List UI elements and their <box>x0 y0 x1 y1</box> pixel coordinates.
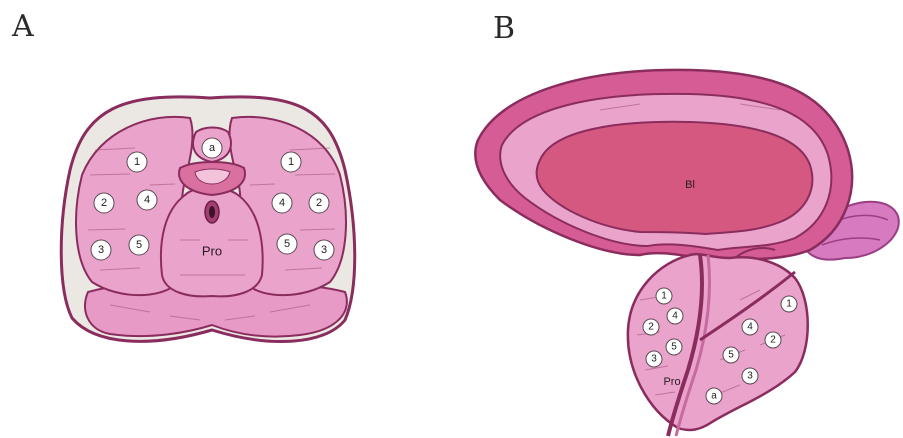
zone-label: 5 <box>284 238 290 250</box>
zone-marker-right-4: 4 <box>272 193 292 213</box>
zone-label: 1 <box>134 156 140 168</box>
zone-marker-b-left-4: 4 <box>667 308 683 324</box>
zone-marker-a-apex: a <box>202 138 222 158</box>
zone-label: 2 <box>316 197 322 209</box>
zone-marker-right-2: 2 <box>309 193 329 213</box>
panel-label-a: A <box>11 9 34 44</box>
zone-marker-right-5: 5 <box>277 234 297 254</box>
zone-marker-right-3: 3 <box>314 240 334 260</box>
zone-marker-b-right-4: 4 <box>742 319 758 335</box>
zone-label: 1 <box>288 156 294 168</box>
zone-marker-b-left-1: 1 <box>656 288 672 304</box>
zone-marker-b-right-3: 3 <box>742 368 758 384</box>
zone-marker-b-right-2: 2 <box>765 332 781 348</box>
zone-marker-left-4: 4 <box>137 190 157 210</box>
zone-label: 2 <box>770 335 776 346</box>
zone-marker-b-apex: a <box>706 388 722 404</box>
region-label-bladder: Bl <box>685 179 695 191</box>
region-label-prostate-b: Pro <box>663 376 680 388</box>
region-label-prostate: Pro <box>202 244 222 259</box>
zone-marker-b-left-3: 3 <box>646 351 662 367</box>
zone-marker-b-right-5: 5 <box>723 347 739 363</box>
zone-label: 5 <box>671 342 677 353</box>
zone-label: 4 <box>279 197 285 209</box>
panel-b-sagittal: Bl 1 4 <box>475 70 899 436</box>
zone-label: 2 <box>101 197 107 209</box>
zone-marker-b-left-2: 2 <box>643 319 659 335</box>
panel-label-b: B <box>493 11 515 46</box>
zone-marker-b-left-5: 5 <box>666 339 682 355</box>
zone-label: 5 <box>728 350 734 361</box>
panel-a-prostate-cross-section: a 1 2 4 3 5 1 4 <box>61 97 355 342</box>
zone-marker-left-3: 3 <box>91 240 111 260</box>
zone-marker-left-5: 5 <box>129 235 149 255</box>
zone-label: 4 <box>747 322 753 333</box>
verumontanum-core <box>209 206 215 218</box>
zone-label: 4 <box>672 311 678 322</box>
zone-label: 3 <box>321 244 327 256</box>
zone-label: a <box>711 391 717 402</box>
zone-label: 2 <box>648 322 654 333</box>
zone-marker-right-1: 1 <box>281 152 301 172</box>
zone-label: 1 <box>661 291 667 302</box>
zone-marker-b-right-1: 1 <box>781 296 797 312</box>
zone-label: 3 <box>98 244 104 256</box>
zone-label: 3 <box>747 371 753 382</box>
zone-label: 5 <box>136 239 142 251</box>
zone-label: a <box>209 142 216 154</box>
zone-marker-left-2: 2 <box>94 193 114 213</box>
zone-marker-left-1: 1 <box>127 152 147 172</box>
zone-label: 1 <box>786 299 792 310</box>
zone-label: 3 <box>651 354 657 365</box>
zone-label: 4 <box>144 194 150 206</box>
